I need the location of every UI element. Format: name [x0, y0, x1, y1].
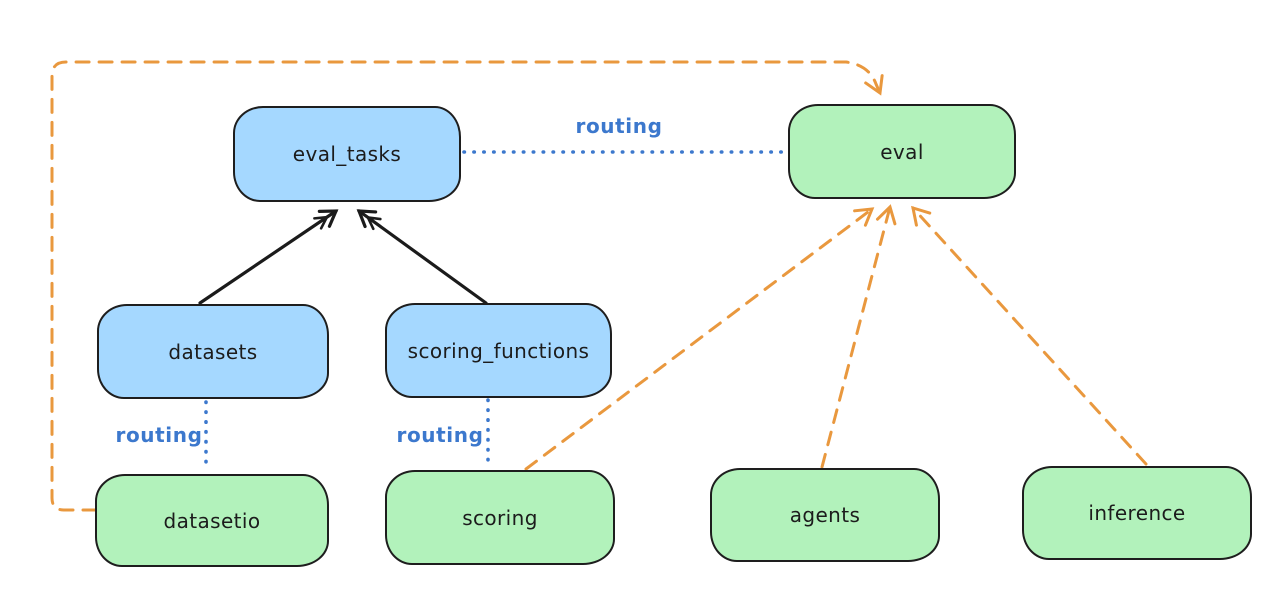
node-scoring_functions: scoring_functions — [385, 303, 612, 398]
node-datasets: datasets — [97, 304, 329, 399]
edge-label-routing-scoring: routing — [396, 423, 484, 447]
node-agents-label: agents — [789, 503, 861, 527]
connector-scoring-to-eval — [524, 207, 875, 471]
connector-inference-to-eval — [911, 205, 1148, 466]
node-eval_tasks: eval_tasks — [233, 106, 461, 202]
node-scoring: scoring — [385, 470, 615, 565]
edge-label-routing-datasets: routing — [115, 423, 203, 447]
connector-agents-to-eval — [820, 204, 897, 469]
node-datasetio: datasetio — [95, 474, 329, 567]
node-scoring_functions-label: scoring_functions — [407, 338, 590, 363]
connector-scoring_functions-to-eval_tasks — [356, 209, 488, 305]
node-eval_tasks-label: eval_tasks — [292, 142, 402, 166]
node-scoring-label: scoring — [462, 505, 538, 530]
edge-label-routing-top: routing — [575, 114, 663, 138]
node-inference: inference — [1022, 466, 1252, 560]
node-datasets-label: datasets — [168, 339, 258, 364]
node-eval-label: eval — [880, 139, 924, 164]
node-datasetio-label: datasetio — [163, 508, 261, 533]
node-agents: agents — [710, 468, 940, 562]
connector-datasetio-to-eval — [50, 60, 884, 512]
node-eval: eval — [788, 104, 1016, 199]
connector-datasets-to-eval_tasks — [198, 209, 339, 305]
node-inference-label: inference — [1088, 501, 1186, 525]
